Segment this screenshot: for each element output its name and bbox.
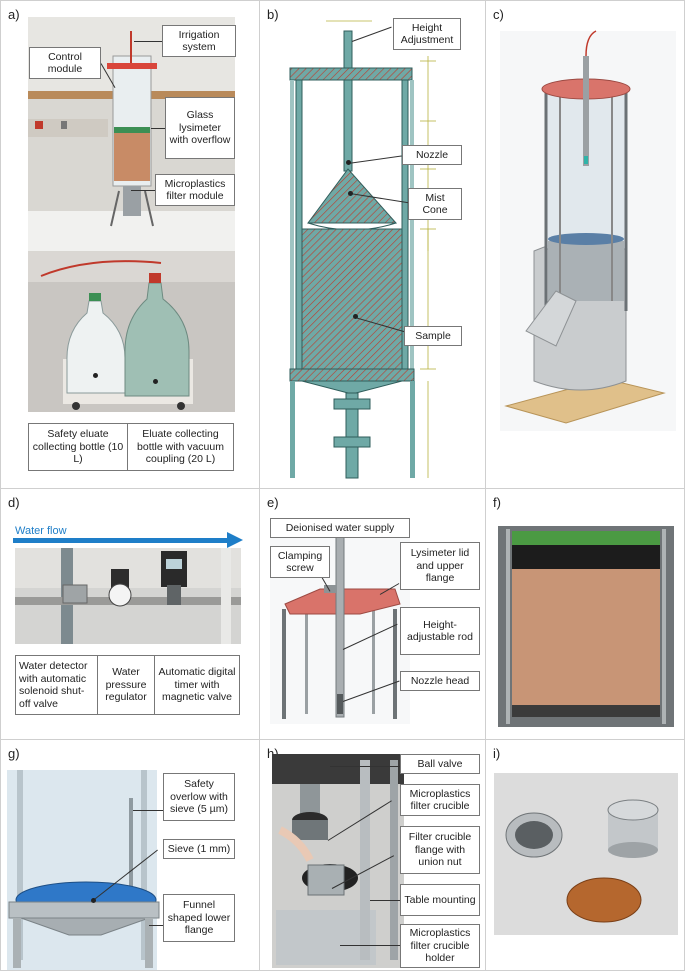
panel-label-c: c) (493, 7, 504, 22)
panel-label-e: e) (267, 495, 279, 510)
leader-dot (346, 160, 351, 165)
callout-safety-bottle: Safety eluate collecting bottle (10 L) (28, 423, 128, 471)
leader-line (149, 925, 163, 926)
callout-sample: Sample (404, 326, 462, 346)
leader-dot (91, 898, 96, 903)
panel-label-g: g) (8, 746, 20, 761)
panel-label-b: b) (267, 7, 279, 22)
panel-label-i: i) (493, 746, 501, 761)
panel-c: c) (485, 0, 685, 489)
leader-line (370, 900, 400, 901)
leader-dot (93, 373, 98, 378)
lysimeter-render (500, 30, 676, 431)
leader-dot (348, 191, 353, 196)
callout-funnel-flange: Funnel shaped lower flange (163, 894, 235, 942)
leader-line (133, 810, 163, 811)
callout-table-mounting: Table mounting (400, 884, 480, 916)
callout-sieve: Sieve (1 mm) (163, 839, 235, 859)
panel-f: f) (485, 488, 685, 740)
callout-height-adjustment: Height Adjustment (393, 18, 461, 50)
panel-h: h) Ball valve Microplastics filter cruci… (259, 739, 486, 971)
panel-e: e) Deionised water supply Clamping screw… (259, 488, 486, 740)
water-flow-arrow (13, 532, 243, 548)
leader-line (151, 128, 165, 129)
callout-nozzle: Nozzle (402, 145, 462, 165)
callout-water-supply: Deionised water supply (270, 518, 410, 538)
panel-label-f: f) (493, 495, 501, 510)
callout-filter-crucible: Microplastics filter crucible (400, 784, 480, 816)
leader-line (340, 945, 400, 946)
leader-line (330, 766, 400, 767)
leader-line (131, 190, 155, 191)
callout-glass-lysimeter: Glass lysimeter with overflow (165, 97, 235, 159)
callout-clamping-screw: Clamping screw (270, 546, 330, 578)
valve-assembly-photo (15, 548, 241, 644)
callout-eluate-bottle: Eluate collecting bottle with vacuum cou… (127, 423, 234, 471)
callout-water-detector: Water detector with automatic solenoid s… (15, 655, 98, 715)
panel-i: i) (485, 739, 685, 971)
callout-adjustable-rod: Height-adjustable rod (400, 607, 480, 655)
panel-label-d: d) (8, 495, 20, 510)
panel-a: a) Irrigation system Control module Glas… (0, 0, 260, 489)
callout-ball-valve: Ball valve (400, 754, 480, 774)
crucible-photo (494, 773, 678, 935)
water-flow-label: Water flow (15, 525, 67, 537)
panel-label-h: h) (267, 746, 279, 761)
soil-column-photo (498, 526, 674, 727)
panel-d: d) Water flow Water detector with automa… (0, 488, 260, 740)
panel-b: b) (259, 0, 486, 489)
callout-lysimeter-lid: Lysimeter lid and upper flange (400, 542, 480, 590)
callout-filter-module: Microplastics filter module (155, 174, 235, 206)
callout-crucible-holder: Microplastics filter crucible holder (400, 924, 480, 968)
leader-dot (153, 379, 158, 384)
callout-digital-timer: Automatic digital timer with magnetic va… (154, 655, 240, 715)
callout-control-module: Control module (29, 47, 101, 79)
leader-dot (353, 314, 358, 319)
technical-drawing (289, 20, 436, 479)
lower-flange-render (7, 770, 160, 970)
callout-safety-overflow: Safety overlow with sieve (5 µm) (163, 773, 235, 821)
callout-pressure-regulator: Water pressure regulator (97, 655, 155, 715)
callout-irrigation: Irrigation system (162, 25, 236, 57)
callout-crucible-flange: Filter crucible flange with union nut (400, 826, 480, 874)
panel-g: g) Safety overlow with sieve (5 µm) Siev… (0, 739, 260, 971)
leader-line (134, 41, 162, 42)
lab-photo-a (28, 17, 235, 412)
panel-label-a: a) (8, 7, 20, 22)
callout-nozzle-head: Nozzle head (400, 671, 480, 691)
callout-mist-cone: Mist Cone (408, 188, 462, 220)
